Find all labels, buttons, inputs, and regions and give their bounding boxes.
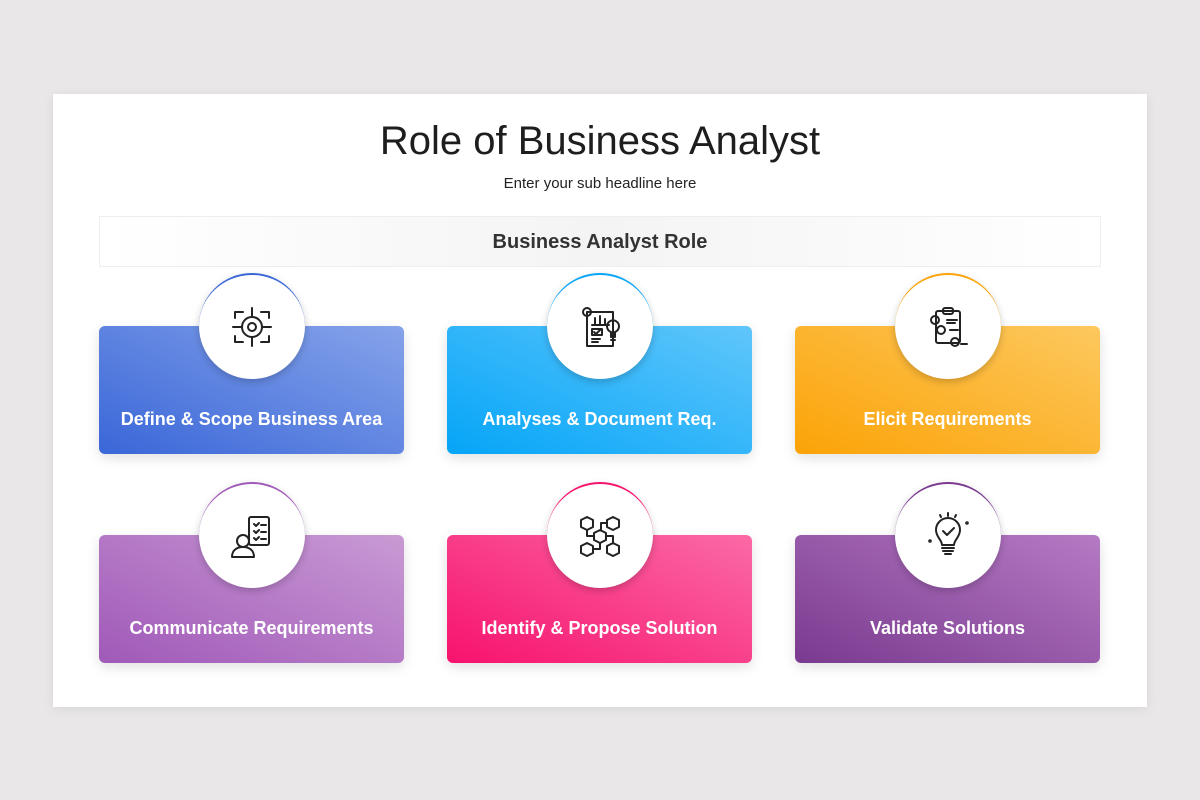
card-label: Elicit Requirements (863, 409, 1032, 429)
card-label: Identify & Propose Solution (481, 618, 718, 638)
card-validate: Validate Solutions (795, 482, 1100, 663)
card-elicit: Elicit Requirements (795, 273, 1100, 454)
target-icon (199, 273, 305, 379)
card-analyses-document: Analyses & Document Req. (447, 273, 752, 454)
card-define-scope: Define & Scope Business Area (99, 273, 404, 454)
card-label: Define & Scope Business Area (120, 409, 383, 429)
clipboard-list-icon (895, 273, 1001, 379)
card-communicate: Communicate Requirements (99, 482, 404, 663)
decision-network-icon (547, 482, 653, 588)
person-checklist-icon (199, 482, 305, 588)
card-label: Analyses & Document Req. (482, 409, 717, 429)
card-label: Validate Solutions (869, 618, 1026, 638)
document-analysis-icon (547, 273, 653, 379)
section-banner: Business Analyst Role (99, 216, 1101, 267)
lightbulb-check-icon (895, 482, 1001, 588)
slide-subtitle: Enter your sub headline here (503, 175, 697, 192)
slide: Role of Business Analyst Enter your sub … (53, 94, 1147, 707)
card-label: Communicate Requirements (129, 618, 374, 638)
slide-title: Role of Business Analyst (379, 119, 821, 163)
card-identify-propose: Identify & Propose Solution (447, 482, 752, 663)
